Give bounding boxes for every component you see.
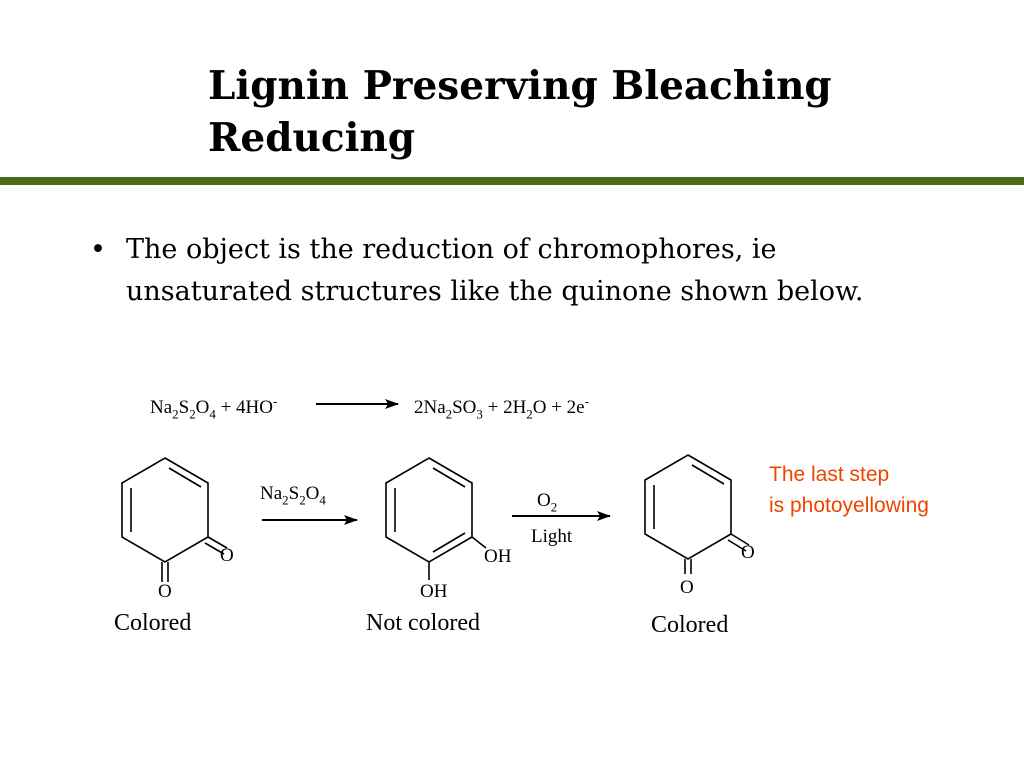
quinone-1-oxygen-bottom: O — [158, 581, 172, 602]
slide-title-line-1: Lignin Preserving Bleaching — [208, 63, 832, 109]
bullet-text: The object is the reduction of chromopho… — [126, 229, 976, 313]
catechol-hydroxyl-bottom: OH — [420, 581, 448, 602]
catechol-hydroxyl-right: OH — [484, 546, 512, 567]
reagent-light: Light — [531, 526, 573, 547]
note-line-1: The last step — [769, 463, 889, 486]
quinone-1-label: Colored — [114, 610, 191, 636]
quinone-1-oxygen-right: O — [220, 545, 234, 566]
quinone-structure-1 — [121, 457, 228, 582]
reagent-dithionite: Na2S2O4 — [260, 483, 326, 508]
title-divider — [0, 177, 1024, 185]
equation-reactants: Na2S2O4 + 4HO- — [150, 394, 277, 421]
reagent-oxygen: O2 — [537, 490, 557, 515]
slide-title: Lignin Preserving Bleaching Reducing — [208, 60, 832, 164]
quinone-structure-2 — [644, 454, 750, 574]
quinone-2-label: Colored — [651, 612, 728, 638]
note-line-2: is photoyellowing — [769, 494, 929, 517]
catechol-structure — [385, 457, 487, 580]
quinone-2-oxygen-bottom: O — [680, 577, 694, 598]
bullet-dot: • — [90, 234, 106, 265]
equation-products: 2Na2SO3 + 2H2O + 2e- — [414, 394, 589, 421]
quinone-2-oxygen-right: O — [741, 542, 755, 563]
catechol-label: Not colored — [366, 610, 480, 636]
slide-title-line-2: Reducing — [208, 115, 416, 161]
bullet-line-1: The object is the reduction of chromopho… — [126, 234, 777, 265]
bullet-line-2: unsaturated structures like the quinone … — [126, 276, 864, 307]
